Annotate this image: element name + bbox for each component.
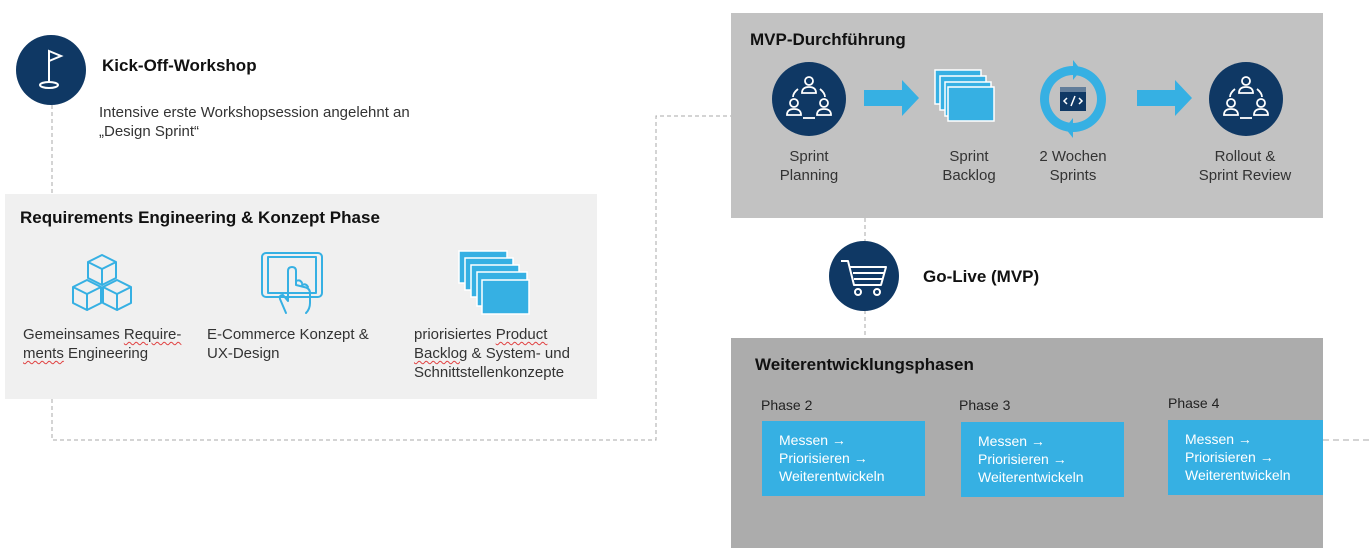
rollout-review-icon — [1209, 62, 1283, 136]
golive-title: Go-Live (MVP) — [923, 267, 1040, 286]
mvp-title: MVP-Durchführung — [750, 30, 906, 49]
arrow-right-icon — [1137, 80, 1193, 116]
cubes-icon — [70, 253, 134, 313]
requirements-title: Requirements Engineering & Konzept Phase — [20, 208, 380, 227]
requirements-item-engineering: Gemeinsames Require- ments Engineering — [23, 326, 182, 362]
phase-2-label: Phase 2 — [761, 397, 813, 413]
kickoff-title: Kick-Off-Workshop — [102, 56, 257, 75]
phase-4-label: Phase 4 — [1168, 395, 1220, 411]
kickoff-flag-icon — [16, 35, 86, 105]
kickoff-description: Intensive erste Workshopsession angelehn… — [99, 104, 410, 140]
sprint-planning-icon — [772, 62, 846, 136]
requirements-item-ecommerce: E-Commerce Konzept & UX-Design — [207, 326, 369, 362]
requirements-item-backlog: priorisiertes Product Backlog & System- … — [414, 326, 570, 381]
phase-2-box: Messen →Priorisieren →Weiterentwickeln — [762, 421, 925, 496]
sprint-backlog-stacked-cards-icon — [934, 69, 996, 123]
phase-3-label: Phase 3 — [959, 397, 1011, 413]
code-cycle-icon — [1034, 60, 1112, 138]
stacked-cards-icon — [458, 250, 530, 316]
phase-3-box: Messen →Priorisieren →Weiterentwickeln — [961, 422, 1124, 497]
phase-4-box: Messen →Priorisieren →Weiterentwickeln — [1168, 420, 1323, 495]
arrow-right-icon — [864, 80, 920, 116]
shopping-cart-icon — [829, 241, 899, 311]
touch-tablet-icon — [260, 251, 324, 315]
step-rollout-label: Rollout &Sprint Review — [1198, 148, 1292, 184]
weiterentwicklung-title: Weiterentwicklungsphasen — [755, 355, 974, 374]
